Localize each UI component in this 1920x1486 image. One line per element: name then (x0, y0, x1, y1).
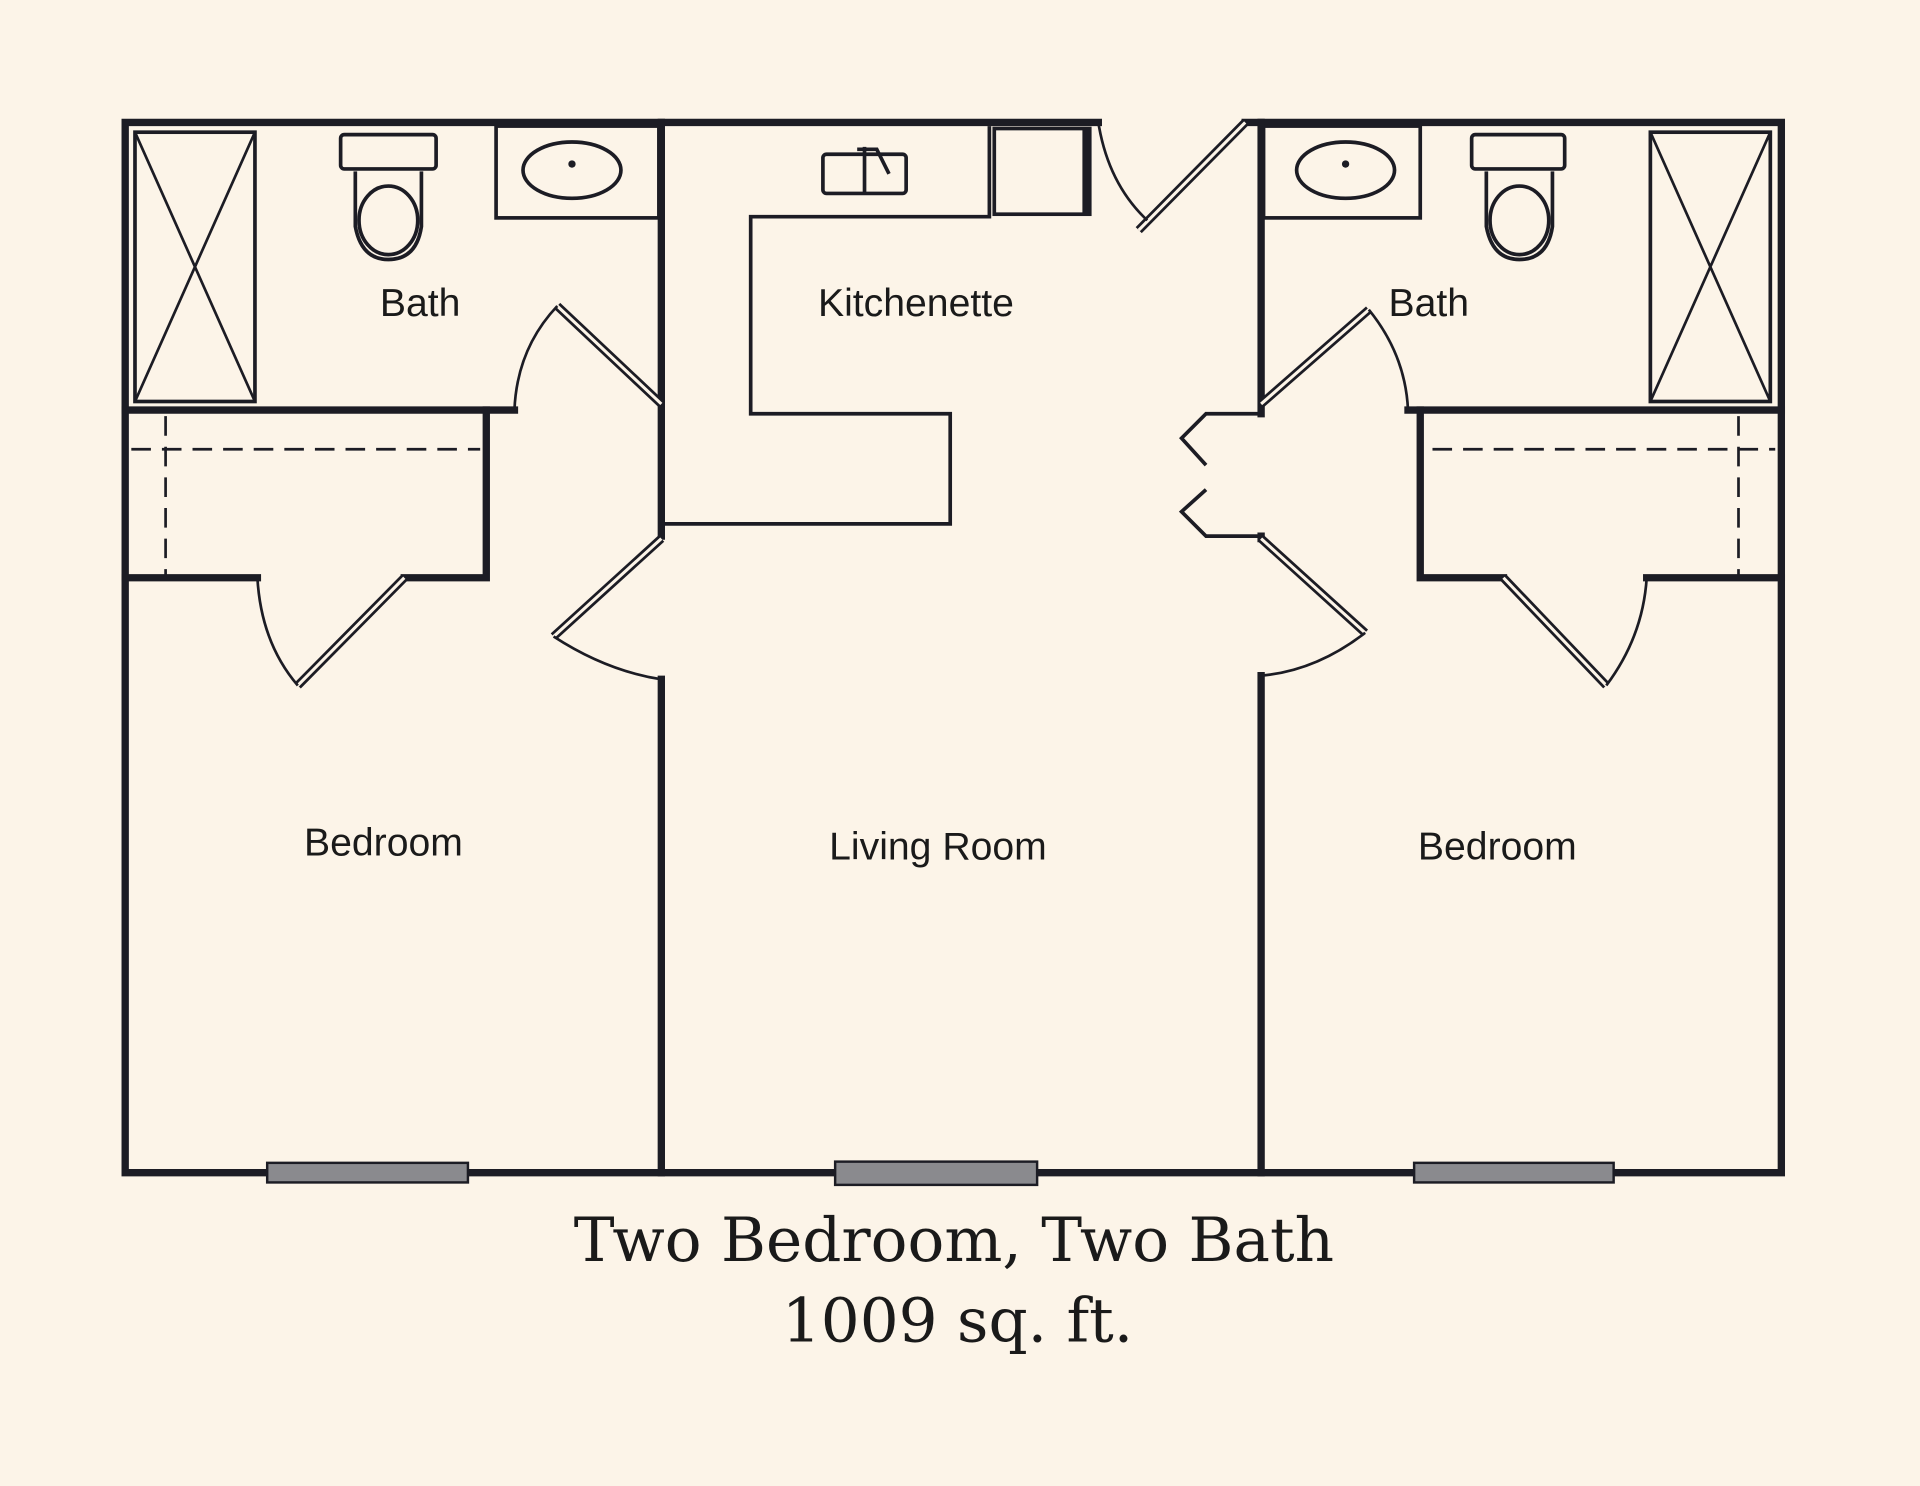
kitchen-sink-icon (821, 146, 908, 196)
doors (256, 119, 1649, 689)
closet-left-door (256, 574, 408, 689)
window-center (833, 1160, 1039, 1187)
fixtures-kitchenette (661, 126, 1092, 526)
closet-dashes (131, 416, 1776, 576)
room-label-bath-right: Bath (1389, 282, 1470, 325)
sink-icon (494, 124, 661, 220)
window-right (1412, 1161, 1615, 1184)
toilet-icon (1469, 132, 1567, 262)
entry-door (1096, 119, 1249, 234)
fixtures-right-bath (1261, 124, 1773, 404)
plan-title: Two Bedroom, Two Bath (574, 1205, 1334, 1276)
room-label-living-room: Living Room (829, 825, 1047, 868)
refrigerator-icon (992, 126, 1092, 217)
room-label-bedroom-left: Bedroom (304, 822, 463, 865)
window-left (265, 1161, 470, 1184)
toilet-icon (338, 132, 438, 262)
living-left-door (550, 535, 665, 681)
bath-right-door (1258, 306, 1410, 411)
room-label-bath-left: Bath (380, 282, 461, 325)
shower-icon (1648, 130, 1773, 404)
sink-icon (1261, 124, 1423, 220)
windows (265, 1160, 1615, 1187)
bath-left-door (513, 302, 665, 411)
fixtures-left-bath (133, 124, 661, 404)
walls (121, 118, 1786, 1177)
shower-icon (133, 130, 257, 404)
room-label-bedroom-right: Bedroom (1418, 825, 1577, 868)
plan-area: 1009 sq. ft. (782, 1286, 1133, 1357)
room-label-kitchenette: Kitchenette (818, 282, 1014, 325)
living-right-door (1258, 535, 1369, 678)
closet-right-door (1500, 574, 1649, 689)
